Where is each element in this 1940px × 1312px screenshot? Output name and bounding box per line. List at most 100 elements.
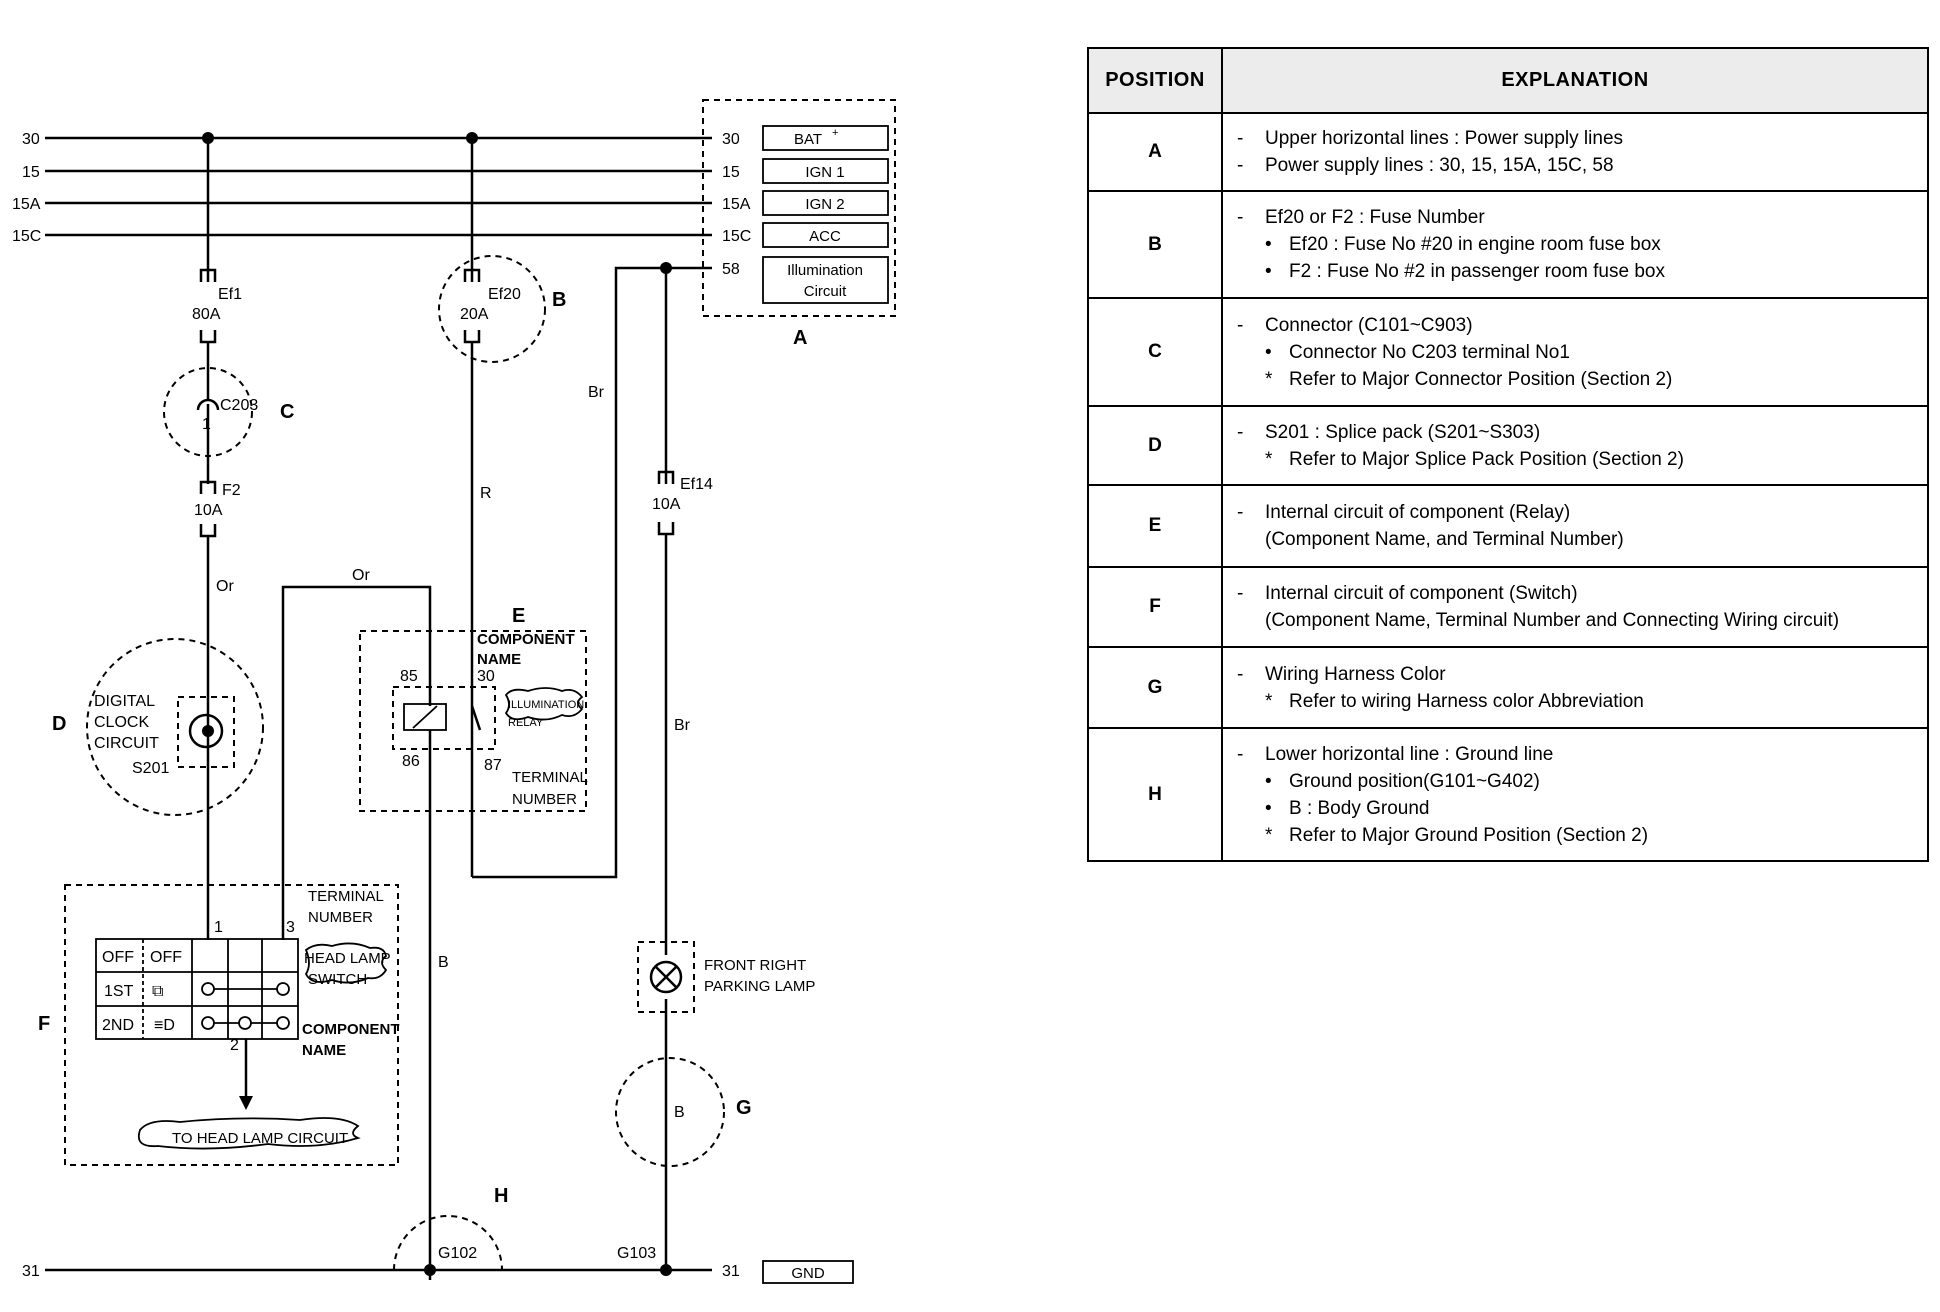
to-headlamp-circuit-label: TO HEAD LAMP CIRCUIT [172, 1130, 348, 1147]
arrow-down-icon [239, 1096, 253, 1110]
fuse-f2-label: F2 [222, 482, 241, 499]
clock-label: CLOCK [94, 714, 149, 731]
list-marker: • [1265, 234, 1272, 255]
fuse-ef20-rating: 20A [460, 306, 489, 323]
explanation-header: EXPLANATION [1221, 47, 1929, 114]
lamp-branch: Ef14 10A Br FRONT RIGHT PARKING LAMP B G [615, 268, 815, 1270]
splice-pack-icon [188, 713, 224, 749]
position-letter-g: G [736, 1097, 752, 1119]
position-letter-a: A [793, 327, 807, 349]
fuse-ef20-bottom [463, 330, 481, 344]
position-cell: A [1087, 112, 1223, 192]
fuse-ef1-bottom [199, 330, 217, 344]
relay-terminal-number: TERMINAL [512, 769, 588, 786]
position-letter-b: B [552, 289, 566, 311]
splice-label: S201 [132, 760, 169, 777]
switch-terminal-number: TERMINAL [308, 888, 384, 905]
table-row: B -Ef20 or F2 : Fuse Number •Ef20 : Fuse… [1087, 190, 1929, 299]
switch-contact [276, 982, 290, 996]
switch-contact [238, 1016, 252, 1030]
acc-box [762, 222, 889, 248]
explanation-text: Lower horizontal line : Ground line [1265, 743, 1554, 765]
position-letter-h: H [494, 1185, 508, 1207]
explanation-text: B : Body Ground [1289, 797, 1430, 819]
relay-terminal-number: NUMBER [512, 791, 577, 808]
ground-label-left: 31 [22, 1263, 40, 1280]
lamp-label: PARKING LAMP [704, 978, 815, 995]
rail-right-label-15a: 15A [722, 196, 751, 213]
rail-right-label-30: 30 [722, 131, 740, 148]
switch-cloud-label: HEAD LAMP [304, 950, 391, 967]
position-cell: B [1087, 190, 1223, 299]
explanation-table: POSITION EXPLANATION A -Upper horizontal… [1087, 47, 1929, 862]
lamp-label: FRONT RIGHT [704, 957, 806, 974]
explanation-text: Ef20 : Fuse No #20 in engine room fuse b… [1289, 234, 1661, 255]
rail-right-label-58: 58 [722, 261, 740, 278]
explanation-text: S201 : Splice pack (S201~S303) [1265, 421, 1541, 443]
switch-sym-off: OFF [150, 949, 182, 966]
position-cell: E [1087, 484, 1223, 568]
explanation-text: Refer to Major Connector Position (Secti… [1289, 368, 1673, 390]
position-letter-d: D [52, 713, 66, 735]
list-marker: - [1237, 663, 1244, 685]
rail-label-15c: 15C [12, 228, 41, 245]
headlight-icon: ≡D [154, 1017, 175, 1034]
explanation-text: Connector No C203 terminal No1 [1289, 341, 1570, 363]
wire-color-b-ground: B [674, 1104, 685, 1121]
explanation-text: Wiring Harness Color [1265, 663, 1446, 685]
fuse-ef14-rating: 10A [652, 496, 681, 513]
list-marker: - [1237, 128, 1244, 149]
connector-pin-label: 1 [202, 416, 211, 433]
explanation-cell: -Connector (C101~C903) •Connector No C20… [1221, 297, 1929, 407]
wire-color-or-top: Or [352, 567, 370, 584]
switch-row-2nd: 2ND [102, 1017, 134, 1034]
position-header: POSITION [1087, 47, 1223, 114]
relay-pin-86: 86 [402, 753, 420, 770]
illumination-label-2: Circuit [804, 283, 847, 300]
list-marker: • [1265, 261, 1272, 282]
position-letter-c: C [280, 401, 294, 423]
rail-label-15: 15 [22, 164, 40, 181]
ground-g103-label: G103 [617, 1245, 656, 1262]
bat-plus-sign: + [832, 127, 838, 139]
explanation-cell: -Upper horizontal lines : Power supply l… [1221, 112, 1929, 192]
splice-dot [202, 725, 214, 737]
relay-branch: Ef20 20A B R Br E COMPONENT NAME 85 30 8… [281, 138, 712, 1280]
wire-color-br-mid: Br [674, 717, 691, 734]
ground-dot-g103 [660, 1264, 672, 1276]
headlamp-switch: F TERMINAL NUMBER 1 3 OFF OFF 1ST ⧉ 2ND … [38, 884, 400, 1166]
wire-color-b: B [438, 954, 449, 971]
explanation-cell: -S201 : Splice pack (S201~S303) *Refer t… [1221, 405, 1929, 486]
power-rails: 30 15 15A 15C 30 15 15A 15C 58 BAT + IGN… [12, 99, 896, 349]
position-cell: G [1087, 646, 1223, 729]
position-letter-e: E [512, 605, 525, 627]
switch-component-name: NAME [302, 1042, 346, 1059]
list-marker: * [1265, 368, 1273, 390]
list-marker: - [1237, 314, 1244, 336]
position-d-circle [86, 638, 264, 816]
relay-cloud-label: ILLUMINATION [508, 699, 584, 711]
table-header-row: POSITION EXPLANATION [1087, 47, 1929, 114]
relay-coil-icon [403, 703, 447, 731]
wire-color-r: R [480, 485, 492, 502]
acc-label: ACC [809, 228, 841, 245]
fuse-ef1-label: Ef1 [218, 286, 242, 303]
relay-dashed-box [392, 686, 496, 750]
switch-component-name: COMPONENT [302, 1021, 400, 1038]
lamp-icon [649, 960, 683, 994]
position-cell: D [1087, 405, 1223, 486]
fuse-ef20-top [463, 268, 481, 282]
ign2-label: IGN 2 [805, 196, 844, 213]
ground-rail: 31 H G102 G103 31 GND [22, 1185, 854, 1284]
gnd-box [762, 1260, 854, 1284]
explanation-cell: -Internal circuit of component (Relay) (… [1221, 484, 1929, 568]
switch-terminal-number: NUMBER [308, 909, 373, 926]
ground-label-right: 31 [722, 1263, 740, 1280]
relay-cloud-icon [504, 687, 584, 721]
ign1-label: IGN 1 [805, 164, 844, 181]
switch-contact [201, 982, 215, 996]
position-cell: C [1087, 297, 1223, 407]
explanation-text: Refer to Major Ground Position (Section … [1289, 824, 1649, 846]
explanation-text: Internal circuit of component (Relay) [1265, 502, 1571, 523]
switch-pin-3: 3 [286, 919, 295, 936]
